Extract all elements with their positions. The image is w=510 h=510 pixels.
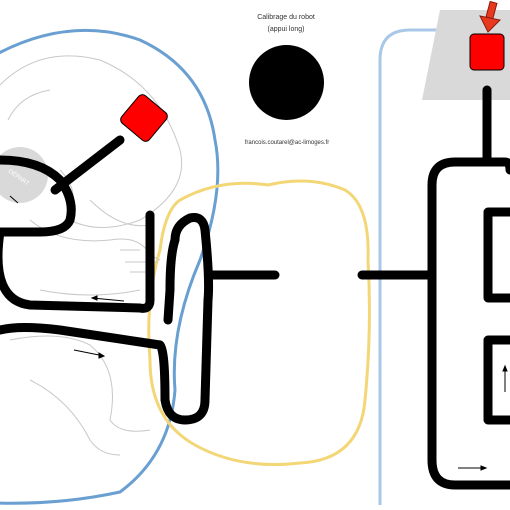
calibration-title: Calibrage du robot (257, 14, 315, 21)
direction-arrow-icon (9, 195, 508, 471)
red-square-target-icon[interactable] (119, 93, 170, 144)
yellow-zone-outline (147, 179, 371, 466)
contact-email: francois.coutarel@ac-limoges.fr (244, 140, 330, 146)
light-blue-zone-outline (378, 28, 510, 505)
red-down-arrow-icon (479, 0, 502, 33)
calibration-hint: (appui long) (267, 26, 305, 33)
track (0, 85, 510, 490)
calibration-button[interactable] (249, 45, 324, 120)
red-square-target-icon[interactable] (469, 33, 505, 71)
start-zone[interactable] (0, 147, 48, 203)
blue-zone-outline (0, 28, 220, 505)
